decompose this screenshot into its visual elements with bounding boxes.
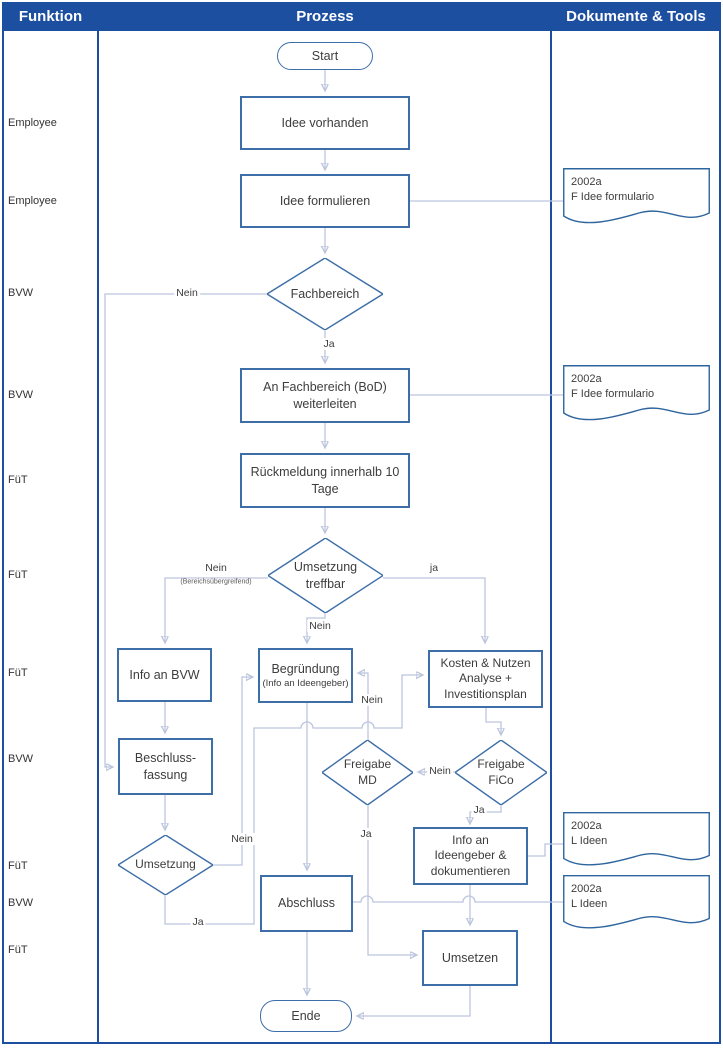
lane-header-funktion: Funktion	[2, 2, 99, 31]
node-rueckmeldung: Rückmeldung innerhalb 10 Tage	[240, 453, 410, 508]
doc-code: 2002a	[571, 373, 602, 385]
function-label: FüT	[8, 569, 28, 581]
node-label: Idee vorhanden	[281, 115, 369, 130]
node-label: Abschluss	[278, 896, 335, 911]
node-begruendung: Begründung (Info an Ideengeber)	[258, 648, 353, 703]
function-label: FüT	[8, 944, 28, 956]
node-kosten-nutzen-analyse: Kosten & Nutzen Analyse + Investitionspl…	[428, 650, 543, 708]
edge-label-ut-nein-down: Nein	[307, 620, 333, 632]
node-label: Rückmeldung innerhalb 10 Tage	[250, 465, 400, 496]
node-decision-umsetzung: Umsetzung	[118, 835, 213, 895]
lane-border-left	[2, 31, 4, 1043]
node-label: Freigabe MD	[343, 756, 392, 787]
doc-title: F Idee formulario	[571, 190, 655, 203]
lane-header-label: Dokumente & Tools	[566, 8, 706, 25]
function-label: BVW	[8, 389, 34, 401]
node-beschlussfassung: Beschluss- fassung	[118, 738, 213, 795]
diamond-shape	[268, 538, 383, 613]
function-label: BVW	[8, 753, 34, 765]
chart-bottom-border	[2, 1042, 721, 1044]
doc-l-ideen-1: 2002a L Ideen	[563, 812, 710, 870]
function-label: FüT	[8, 860, 28, 872]
document-shape	[563, 875, 710, 933]
document-shape	[563, 365, 710, 425]
lane-header-label: Funktion	[18, 8, 83, 25]
lane-border-right	[719, 31, 721, 1043]
doc-code: 2002a	[571, 176, 602, 188]
node-label: Umsetzung	[135, 857, 196, 872]
node-decision-freigabe-fico: Freigabe FiCo	[455, 740, 547, 805]
doc-code: 2002a	[571, 883, 602, 895]
doc-idee-formulario-1: 2002a F Idee formulario	[563, 168, 710, 228]
node-umsetzen: Umsetzen	[422, 930, 518, 986]
node-start: Start	[277, 42, 373, 70]
function-label: BVW	[8, 897, 34, 909]
node-an-fachbereich-weiterleiten: An Fachbereich (BoD) weiterleiten	[240, 368, 410, 423]
function-label: Employee	[8, 117, 57, 129]
edge-label-md-nein: Nein	[359, 694, 385, 706]
doc-title: L Ideen	[571, 834, 608, 847]
document-shape	[563, 812, 710, 870]
edge-label-md-ja: Ja	[358, 828, 374, 840]
node-info-an-bvw: Info an BVW	[117, 648, 212, 702]
node-sublabel: (Info an Ideengeber)	[262, 678, 349, 690]
edge-label-fachbereich-nein: Nein	[174, 287, 200, 299]
node-label: Freigabe FiCo	[477, 756, 525, 787]
diamond-shape	[455, 740, 547, 805]
node-label: Ende	[291, 1008, 321, 1023]
node-label: Info an BVW	[129, 667, 200, 682]
node-label: An Fachbereich (BoD) weiterleiten	[263, 380, 387, 411]
edge-label-ut-nein-left-sub: (Bereichsübergreifend)	[178, 578, 254, 586]
node-label: Kosten & Nutzen Analyse + Investitionspl…	[440, 655, 531, 701]
node-label: Umsetzung treffbar	[293, 560, 358, 591]
function-label: FüT	[8, 667, 28, 679]
node-label: Umsetzen	[441, 950, 499, 965]
doc-idee-formulario-2: 2002a F Idee formulario	[563, 365, 710, 425]
edge-label-fico-ja: Ja	[471, 804, 487, 816]
node-decision-umsetzung-treffbar: Umsetzung treffbar	[268, 538, 383, 613]
doc-l-ideen-2: 2002a L Ideen	[563, 875, 710, 933]
function-label: BVW	[8, 287, 34, 299]
edge-label-umsetzung-nein: Nein	[229, 833, 255, 845]
doc-title: F Idee formulario	[571, 387, 655, 400]
doc-title: L Ideen	[571, 897, 608, 910]
node-abschluss: Abschluss	[260, 875, 353, 932]
function-label: FüT	[8, 474, 28, 486]
node-ende: Ende	[260, 1000, 352, 1032]
edge-label-umsetzung-ja: Ja	[190, 916, 206, 928]
node-decision-fachbereich: Fachbereich	[267, 258, 383, 330]
lane-border-funktion-prozess	[97, 31, 99, 1043]
node-idee-formulieren: Idee formulieren	[240, 174, 410, 228]
node-label: Info an Ideengeber & dokumentieren	[430, 832, 511, 878]
lane-header-prozess: Prozess	[99, 2, 551, 31]
lane-header-label: Prozess	[296, 8, 354, 25]
lane-border-prozess-dokumente	[550, 31, 552, 1043]
node-label: Begründung	[271, 662, 340, 677]
edge-label-ut-ja: ja	[427, 562, 441, 574]
doc-code: 2002a	[571, 820, 602, 832]
edge-label-ut-nein-left: Nein	[203, 562, 229, 574]
node-idee-vorhanden: Idee vorhanden	[240, 96, 410, 150]
edge-label-fico-nein: Nein	[427, 765, 453, 777]
document-shape	[563, 168, 710, 228]
diamond-shape	[267, 258, 383, 330]
node-info-an-ideengeber: Info an Ideengeber & dokumentieren	[413, 827, 528, 885]
node-label: Fachbereich	[290, 286, 360, 301]
function-label: Employee	[8, 195, 57, 207]
lane-header-dokumente: Dokumente & Tools	[551, 2, 721, 31]
node-label: Idee formulieren	[279, 193, 371, 208]
node-label: Start	[311, 48, 339, 63]
node-decision-freigabe-md: Freigabe MD	[322, 740, 413, 805]
node-label: Beschluss- fassung	[134, 751, 197, 782]
edge-label-fachbereich-ja: Ja	[321, 338, 337, 350]
